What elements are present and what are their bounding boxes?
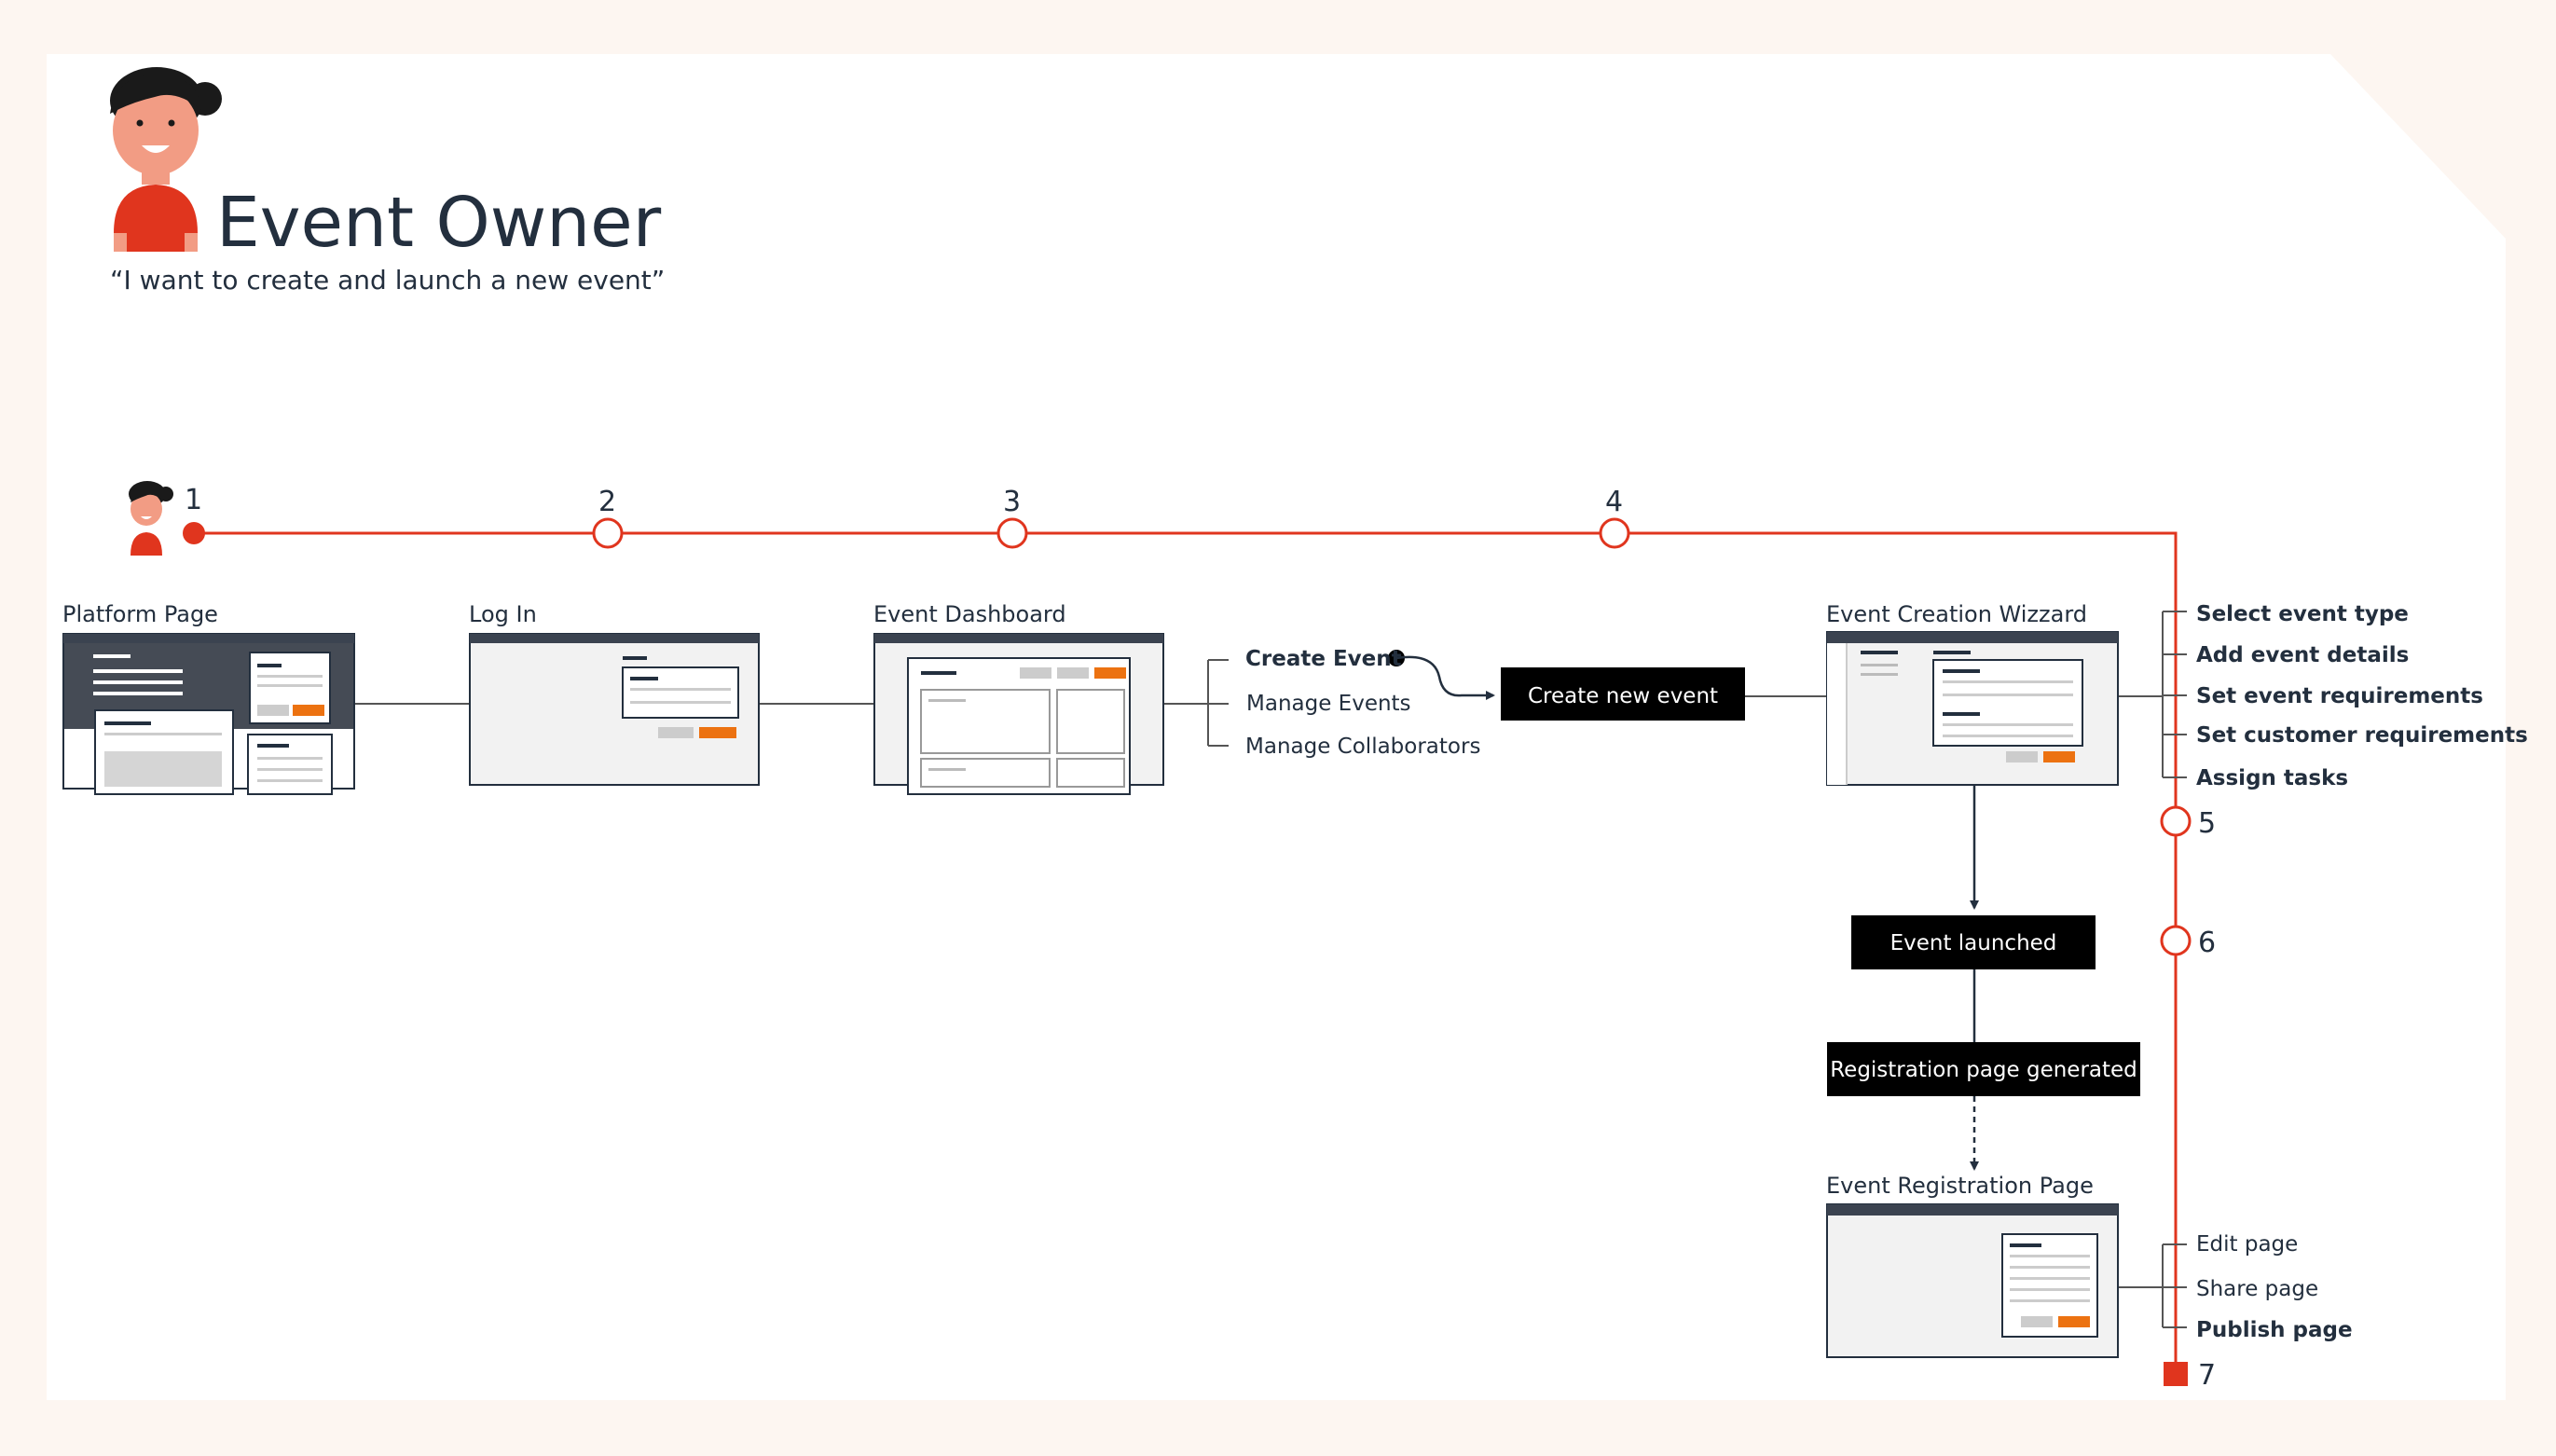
step-7-label: 7	[2198, 1359, 2216, 1392]
step-2-marker	[592, 517, 624, 549]
wizard-step-assign-tasks: Assign tasks	[2196, 766, 2348, 790]
wizard-step-event-requirements: Set event requirements	[2196, 684, 2483, 708]
registration-generated-label: Registration page generated	[1830, 1058, 2137, 1082]
create-new-event-box	[1501, 667, 1745, 721]
platform-page-title: Platform Page	[62, 601, 218, 627]
step-1-label: 1	[185, 484, 202, 516]
wizard-page-title: Event Creation Wizzard	[1826, 601, 2087, 627]
step-5-marker	[2160, 805, 2192, 837]
login-page-wireframe	[469, 633, 760, 786]
step-5-label: 5	[2198, 807, 2216, 840]
registration-page-title: Event Registration Page	[1826, 1173, 2094, 1199]
event-launched-box	[1851, 915, 2096, 969]
step-7-marker	[2164, 1362, 2188, 1386]
screen-connectors	[354, 611, 2187, 1328]
create-event-connector	[1395, 655, 1495, 700]
page-action-edit[interactable]: Edit page	[2196, 1232, 2298, 1257]
persona-avatar	[110, 67, 222, 252]
step-4-marker	[1599, 517, 1630, 549]
login-page-title: Log In	[469, 601, 537, 627]
wizard-step-add-details: Add event details	[2196, 643, 2409, 667]
platform-page-wireframe	[62, 633, 355, 795]
step-2-label: 2	[598, 486, 616, 518]
page-action-share[interactable]: Share page	[2196, 1277, 2318, 1301]
wizard-page-wireframe	[1826, 631, 2119, 786]
persona-quote: “I want to create and launch a new event…	[110, 265, 665, 295]
persona-title: Event Owner	[216, 183, 662, 263]
step-3-marker	[996, 517, 1028, 549]
wizard-step-customer-requirements: Set customer requirements	[2196, 723, 2528, 748]
menu-manage-collaborators[interactable]: Manage Collaborators	[1245, 735, 1480, 759]
step-6-label: 6	[2198, 927, 2216, 959]
dashboard-page-title: Event Dashboard	[873, 601, 1066, 627]
create-new-event-label: Create new event	[1528, 684, 1718, 708]
step-3-label: 3	[1003, 486, 1021, 518]
mini-persona-icon	[129, 481, 173, 556]
step-4-label: 4	[1605, 486, 1623, 518]
wizard-step-select-type: Select event type	[2196, 602, 2409, 626]
page-action-publish[interactable]: Publish page	[2196, 1318, 2353, 1342]
registration-page-wireframe	[1826, 1203, 2119, 1358]
step-1-marker	[183, 522, 205, 544]
menu-create-event[interactable]: Create Event	[1245, 647, 1402, 671]
event-launched-label: Event launched	[1890, 931, 2057, 955]
dashboard-page-wireframe	[873, 633, 1164, 795]
registration-generated-box	[1827, 1042, 2140, 1096]
journey-line	[194, 531, 2178, 1374]
menu-manage-events[interactable]: Manage Events	[1246, 692, 1411, 716]
step-6-marker	[2160, 925, 2192, 956]
